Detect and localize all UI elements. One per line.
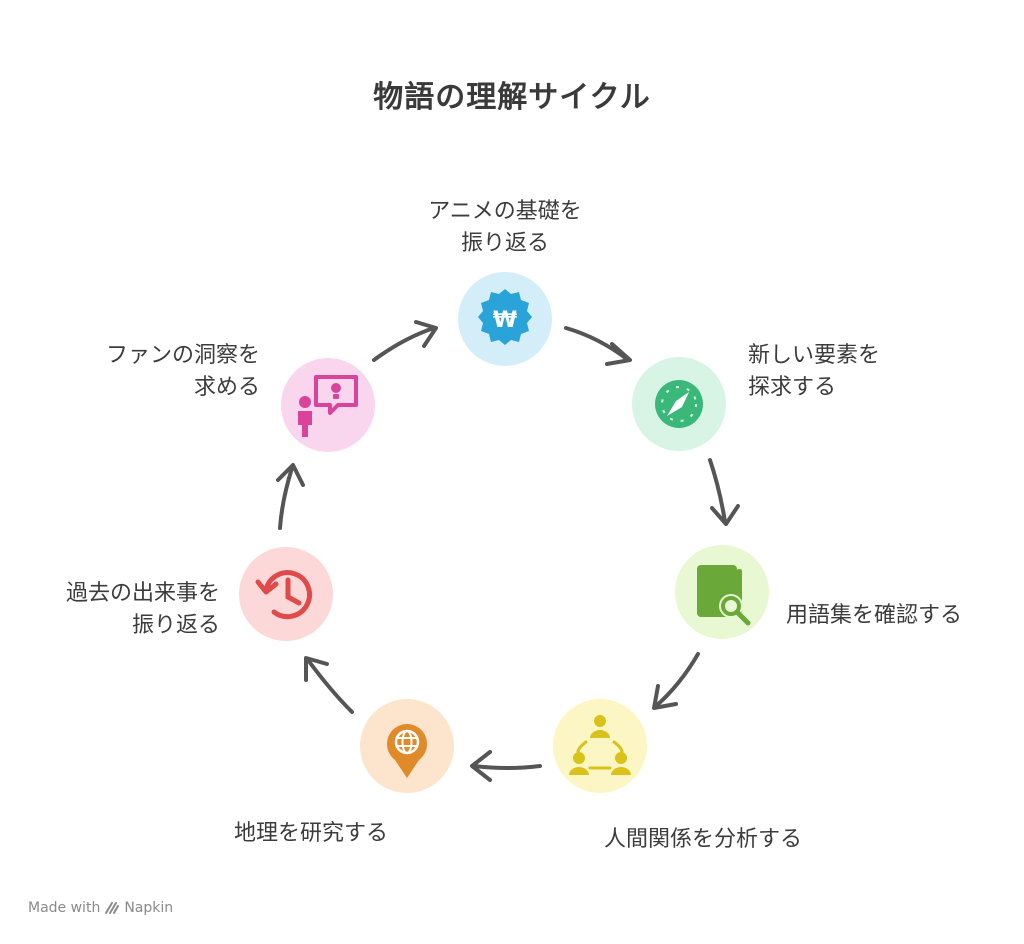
arrow-7-to-1 [372, 326, 436, 362]
globe-pin-icon [387, 724, 428, 778]
made-with-footer[interactable]: Made with Napkin [28, 900, 173, 916]
arrow-3-to-4-head [652, 684, 678, 710]
arrow-7-to-1-head [414, 320, 438, 348]
step-2-node [632, 357, 726, 451]
step-4-label: 人間関係を分析する [604, 827, 803, 852]
arrow-5-to-6-head [304, 656, 329, 682]
step-5-label: 地理を研究する [234, 821, 389, 846]
svg-text:₩: ₩ [493, 308, 517, 333]
step-3-node [675, 545, 769, 639]
compass-icon [655, 380, 703, 428]
step-2-label: 新しい要素を探求する [748, 343, 881, 400]
step-6-node [239, 547, 333, 641]
step-1-label: アニメの基礎を振り返る [428, 199, 582, 256]
arrow-1-to-2 [564, 326, 630, 362]
step-3-label: 用語集を確認する [786, 603, 963, 628]
step-6-label: 過去の出来事を振り返る [65, 581, 220, 638]
made-with-text: Made with [28, 900, 101, 916]
arrow-2-to-3 [708, 458, 727, 524]
step-7-label: ファンの洞察を求める [105, 343, 260, 400]
book-search-icon [697, 565, 751, 626]
people-network-icon [569, 715, 631, 775]
step-4-node [553, 699, 647, 793]
arrow-4-to-5 [472, 764, 542, 770]
arrow-5-to-6 [306, 658, 354, 714]
diagram-title: 物語の理解サイクル [373, 80, 651, 115]
step-5-node [360, 699, 454, 793]
cycle-arrows [276, 320, 740, 782]
person-idea-icon [298, 375, 358, 437]
arrow-6-to-7 [278, 466, 294, 530]
napkin-logo-icon [105, 902, 120, 914]
history-icon [255, 570, 312, 620]
napkin-brand-text: Napkin [124, 900, 174, 916]
arrow-1-to-2-head [605, 342, 632, 366]
arrow-4-to-5-head [470, 750, 492, 782]
won-badge-icon: ₩ [478, 289, 532, 345]
step-7-node [281, 358, 375, 452]
arrow-6-to-7-head [276, 463, 305, 487]
step-1-node: ₩ [458, 272, 552, 366]
arrow-3-to-4 [654, 652, 700, 708]
arrow-2-to-3-head [710, 504, 740, 526]
